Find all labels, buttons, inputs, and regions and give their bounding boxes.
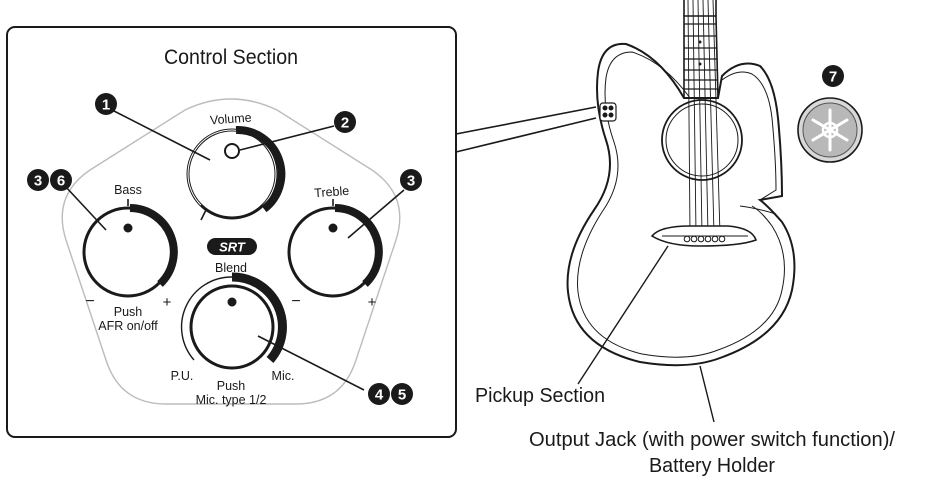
svg-text:4: 4 (375, 387, 384, 404)
blend-push-function: Mic. type 1/2 (196, 393, 267, 407)
callout-3-bass: 3 (27, 169, 49, 191)
connector-line-bottom (455, 117, 597, 153)
blend-indicator (227, 297, 237, 307)
control-section-panel (6, 26, 457, 438)
connector-line-top (455, 106, 597, 135)
bass-indicator (123, 223, 133, 233)
volume-label: Volume (209, 111, 252, 128)
output-jack-label: Output Jack (with power switch function)… (529, 429, 895, 451)
svg-text:5: 5 (398, 387, 406, 404)
bass-push-function: AFR on/off (98, 319, 158, 333)
svg-text:7: 7 (829, 69, 837, 86)
guitar-illustration (566, 0, 796, 367)
svg-text:6: 6 (57, 173, 65, 190)
volume-indicator (224, 143, 240, 159)
callout-7: 7 (822, 65, 844, 87)
panel-outline (61, 98, 401, 405)
treble-minus: − (291, 293, 300, 310)
bass-knob[interactable] (82, 199, 178, 298)
svg-text:1: 1 (102, 97, 110, 114)
svg-text:SRT: SRT (219, 240, 246, 255)
bass-label: Bass (114, 183, 142, 197)
guitar-control-section (599, 102, 617, 122)
treble-indicator (328, 223, 338, 233)
bass-plus: + (163, 294, 172, 311)
blend-left-label: P.U. (171, 369, 194, 383)
bass-push-label: Push (114, 305, 143, 319)
callout-1: 1 (95, 93, 117, 115)
blend-push-label: Push (217, 379, 246, 393)
callout-4: 4 (368, 383, 390, 405)
tuning-fork-emblem (797, 97, 863, 163)
svg-text:2: 2 (341, 115, 349, 132)
volume-knob[interactable] (186, 125, 286, 221)
callout-2: 2 (334, 111, 356, 133)
pickup-section-label: Pickup Section (475, 385, 605, 407)
pickup-leader (577, 245, 669, 385)
panel-title: Control Section (164, 46, 298, 69)
srt-logo: SRT (207, 238, 257, 255)
guitar-body (566, 42, 796, 367)
treble-knob[interactable] (287, 199, 383, 298)
blend-label: Blend (215, 261, 247, 275)
treble-plus: + (368, 294, 377, 311)
blend-right-label: Mic. (272, 369, 295, 383)
callout-5: 5 (391, 383, 413, 405)
bass-minus: − (85, 293, 94, 310)
svg-text:3: 3 (34, 173, 42, 190)
battery-holder-label: Battery Holder (649, 455, 775, 477)
callout-6: 6 (50, 169, 72, 191)
callout-3-treble: 3 (400, 169, 422, 191)
treble-label: Treble (314, 184, 350, 200)
svg-text:3: 3 (407, 173, 415, 190)
output-leader (699, 365, 715, 423)
